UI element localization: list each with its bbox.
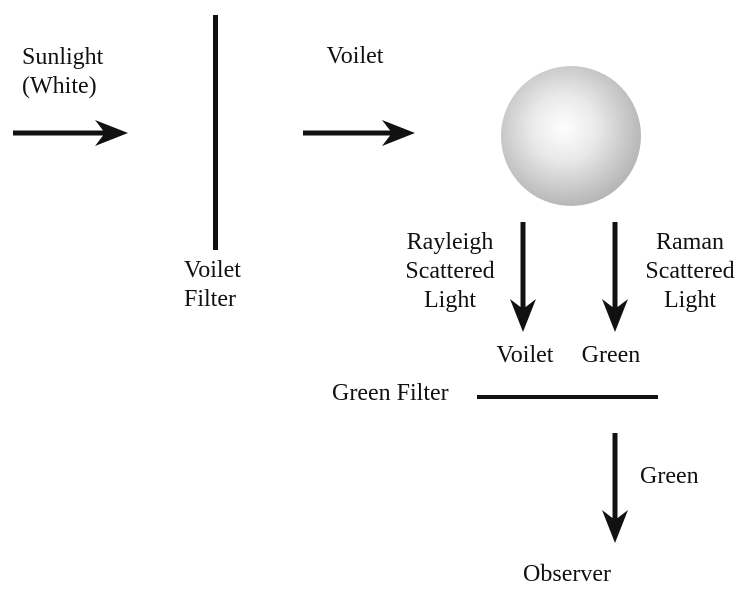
sunlight-label-line2: (White) xyxy=(22,73,97,99)
green-filter-label: Green Filter xyxy=(332,380,449,406)
raman-label-line3: Light xyxy=(663,287,716,313)
rayleigh-label-line1: Rayleigh xyxy=(406,229,494,255)
raman-output-label: Green xyxy=(581,342,641,368)
rayleigh-output-label: Voilet xyxy=(496,342,554,368)
raman-label-line2: Scattered xyxy=(645,258,735,284)
violet-filter-label-line2: Filter xyxy=(184,286,236,312)
violet-filter-label-line1: Voilet xyxy=(184,257,241,283)
sunlight-arrow xyxy=(13,120,128,146)
incident-violet-arrow xyxy=(303,120,415,146)
transmitted-label: Green xyxy=(640,463,699,489)
transmitted-green-arrow xyxy=(602,433,628,543)
raman-label: Raman Scattered Light xyxy=(645,228,734,315)
sunlight-label-line1: Sunlight xyxy=(22,44,104,70)
incident-beam-label: Voilet xyxy=(326,43,384,69)
scattering-sample-sphere xyxy=(501,66,641,206)
rayleigh-label: Rayleigh Scattered Light xyxy=(405,228,494,315)
sunlight-label: Sunlight (White) xyxy=(22,43,103,101)
raman-arrow xyxy=(602,222,628,332)
violet-filter-label: Voilet Filter xyxy=(184,256,241,314)
raman-label-line1: Raman xyxy=(656,229,724,255)
rayleigh-label-line2: Scattered xyxy=(405,258,495,284)
rayleigh-label-line3: Light xyxy=(423,287,476,313)
observer-label: Observer xyxy=(523,561,611,587)
rayleigh-arrow xyxy=(510,222,536,332)
